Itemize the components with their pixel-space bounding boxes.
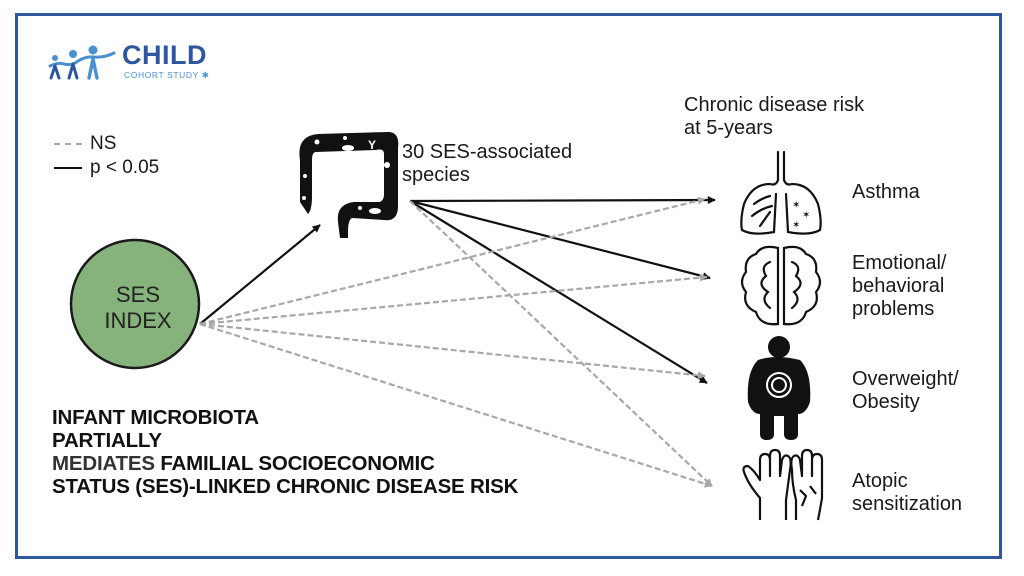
ses-label-line1: SES (115, 282, 161, 307)
outcome-atopic-label: Atopic sensitization (852, 470, 962, 516)
svg-text:Y: Y (368, 138, 376, 152)
lungs-icon: ✶ ✶ ✶ (740, 150, 822, 235)
outcome-label-line: behavioral (852, 275, 945, 297)
dashed-line-swatch (54, 142, 82, 145)
logo-subtitle: COHORT STUDY ✱ (124, 71, 209, 80)
outcomes-header-line2: at 5-years (684, 117, 773, 139)
outcome-label-line: Obesity (852, 391, 920, 413)
edge-microbiota-to-asthma-significant (409, 196, 716, 205)
brain-icon (740, 245, 822, 326)
legend-label: p < 0.05 (90, 157, 160, 178)
edge-ses-to-emotional-ns (199, 273, 708, 326)
outcome-emotional-label: Emotional/ behavioral problems (852, 252, 947, 321)
ses-index-label: SES INDEX (70, 282, 206, 334)
legend-item-significant: p < 0.05 (54, 158, 159, 177)
outcome-label-line: Overweight/ (852, 368, 959, 390)
outcome-label-line: Emotional/ (852, 252, 947, 274)
outcome-asthma-label: Asthma (852, 181, 920, 204)
solid-line-swatch (54, 166, 82, 169)
outcomes-header: Chronic disease risk at 5-years (684, 94, 864, 140)
edge-microbiota-to-atopic-ns (409, 200, 713, 487)
legend-item-ns: NS (54, 134, 116, 153)
svg-text:✶: ✶ (802, 210, 810, 221)
svg-text:✶: ✶ (792, 200, 800, 211)
outcome-overweight-label: Overweight/ Obesity (852, 368, 959, 414)
headline-line3a: MEDIATES (52, 452, 161, 475)
outcomes-header-line1: Chronic disease risk (684, 94, 865, 116)
people-holding-hands-icon (48, 45, 116, 80)
svg-text:✶: ✶ (792, 220, 800, 231)
outcome-label-line: problems (852, 298, 935, 320)
outcome-label-line: Asthma (852, 181, 920, 203)
logo-subtitle-text: COHORT STUDY (124, 70, 199, 80)
overweight-person-icon (747, 336, 811, 440)
headline-line1: INFANT MICROBIOTA (52, 406, 259, 429)
microbiota-label-line2: species (402, 164, 470, 186)
edge-ses-to-overweight-ns (199, 322, 706, 380)
intestine-microbes-icon: Y (299, 132, 399, 238)
edge-microbiota-to-emotional-significant (409, 199, 711, 281)
outcome-label-line: sensitization (852, 493, 963, 515)
headline-line4: STATUS (SES)-LINKED CHRONIC DISEASE RISK (52, 475, 519, 498)
headline: INFANT MICROBIOTA PARTIALLY MEDIATES FAM… (52, 406, 518, 498)
ses-label-line2: INDEX (104, 308, 172, 333)
figure-frame (15, 13, 1002, 559)
logo-title: CHILD (122, 40, 207, 70)
maple-leaf-icon: ✱ (201, 70, 210, 80)
ses-index-node (69, 238, 201, 370)
headline-line3: MEDIATES FAMILIAL SOCIOECONOMIC (52, 452, 518, 475)
headline-line2: PARTIALLY (52, 429, 162, 452)
edge-ses-to-microbiota-significant (199, 224, 321, 325)
legend-label: NS (90, 133, 117, 154)
edges-group (199, 196, 716, 488)
hands-rash-icon (742, 448, 824, 521)
microbiota-node-label: 30 SES-associated species (402, 141, 572, 187)
outcome-label-line: Atopic (852, 470, 908, 492)
edge-ses-to-asthma-ns (199, 196, 706, 326)
headline-line3b: FAMILIAL SOCIOECONOMIC (160, 452, 435, 475)
microbiota-label-line1: 30 SES-associated (402, 141, 573, 163)
edge-microbiota-to-overweight-significant (409, 200, 708, 384)
